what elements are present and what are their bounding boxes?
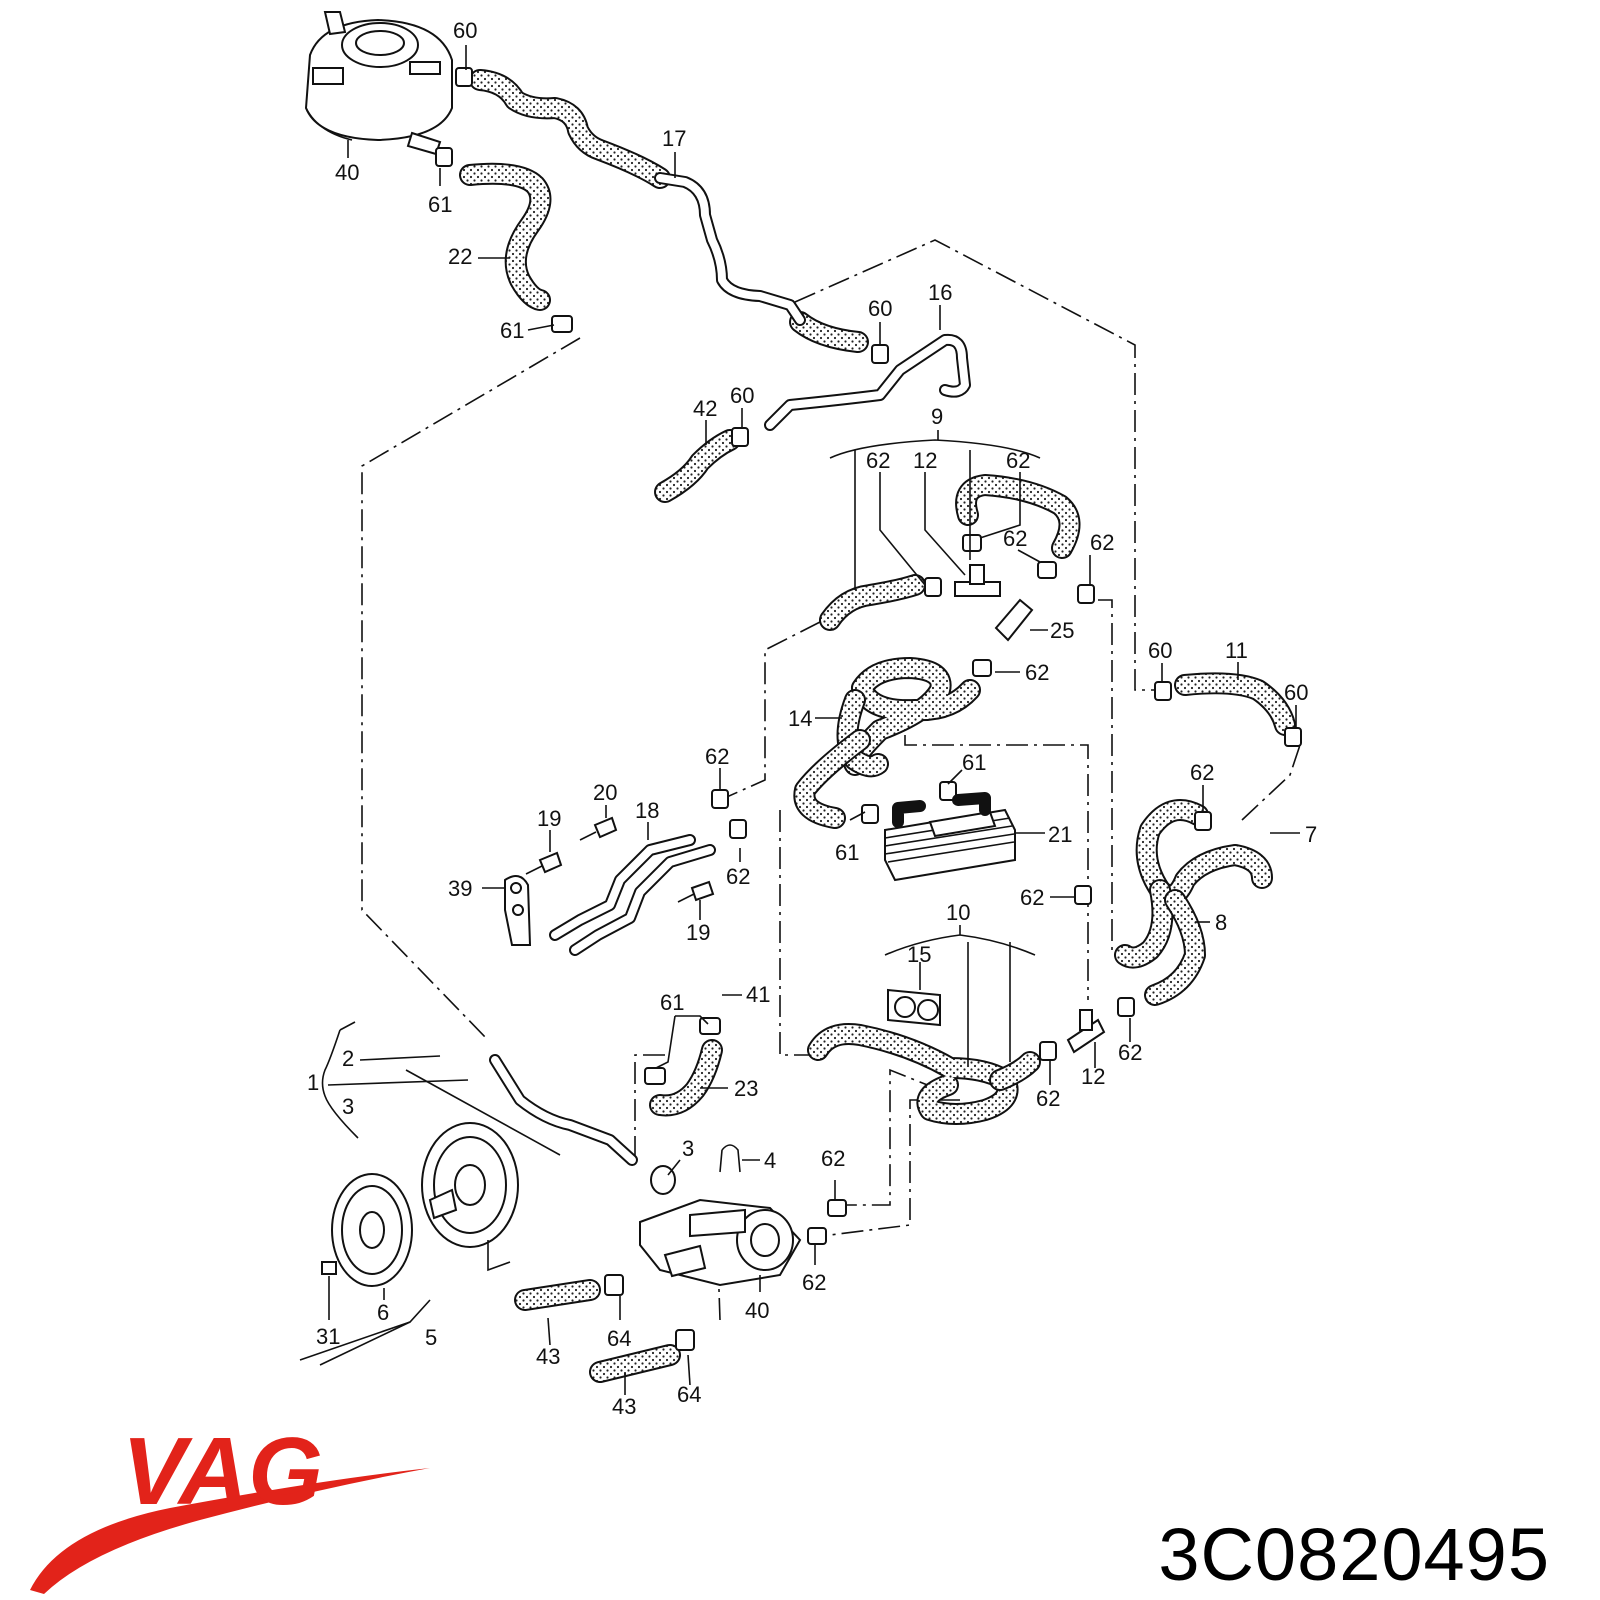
- callout-17: 17: [662, 126, 686, 151]
- callout-62: 62: [866, 448, 890, 473]
- callout-62: 62: [1036, 1086, 1060, 1111]
- callout-labels: 60 17 40 61 22 61 16 60 42 60 9 62 12 62…: [307, 18, 1317, 1419]
- hose-43-a: [514, 1279, 601, 1311]
- callout-62: 62: [802, 1270, 826, 1295]
- callout-41: 41: [746, 982, 770, 1007]
- coolant-pump: [331, 1122, 802, 1287]
- hose-8: [1114, 799, 1273, 1006]
- callout-61: 61: [500, 318, 524, 343]
- callout-62: 62: [705, 744, 729, 769]
- logo-swoosh: [30, 1468, 430, 1594]
- callout-60: 60: [730, 383, 754, 408]
- hose-9-upper: [955, 474, 1081, 559]
- callout-62: 62: [726, 864, 750, 889]
- callout-39: 39: [448, 876, 472, 901]
- callout-42: 42: [693, 396, 717, 421]
- callout-1: 1: [307, 1070, 319, 1095]
- callout-19: 19: [537, 806, 561, 831]
- callout-11: 11: [1225, 638, 1248, 663]
- callout-19: 19: [686, 920, 710, 945]
- hose-holder: [887, 988, 941, 1027]
- callout-5: 5: [425, 1325, 437, 1350]
- callout-10: 10: [946, 900, 970, 925]
- callout-61: 61: [660, 990, 684, 1015]
- callout-60: 60: [1284, 680, 1308, 705]
- callout-64: 64: [607, 1326, 631, 1351]
- callout-62: 62: [1090, 530, 1114, 555]
- hose-22: [459, 162, 552, 311]
- callout-31: 31: [316, 1324, 340, 1349]
- callout-61: 61: [962, 750, 986, 775]
- hose-43-b: [589, 1344, 681, 1383]
- callout-62: 62: [1118, 1040, 1142, 1065]
- callout-25: 25: [1050, 618, 1074, 643]
- leader-lines: [299, 45, 1300, 1395]
- callout-62: 62: [1025, 660, 1049, 685]
- hose-11: [1174, 672, 1296, 736]
- callout-20: 20: [593, 780, 617, 805]
- vag-logo: VAG: [30, 1418, 430, 1594]
- hose-42: [654, 429, 741, 503]
- callout-23: 23: [734, 1076, 758, 1101]
- expansion-tank: [304, 11, 453, 156]
- callout-8: 8: [1215, 910, 1227, 935]
- callout-15: 15: [907, 942, 931, 967]
- callout-22: 22: [448, 244, 472, 269]
- connectors: [954, 564, 1106, 1054]
- callout-60: 60: [453, 18, 477, 43]
- callout-21: 21: [1048, 822, 1072, 847]
- callout-64: 64: [677, 1382, 701, 1407]
- callout-40: 40: [745, 1298, 769, 1323]
- callout-12: 12: [913, 448, 937, 473]
- hose-17-upper: [469, 69, 671, 189]
- callout-7: 7: [1305, 822, 1317, 847]
- callout-3: 3: [682, 1136, 694, 1161]
- callout-18: 18: [635, 798, 659, 823]
- callout-62: 62: [1003, 526, 1027, 551]
- callout-9: 9: [931, 404, 943, 429]
- hose-10: [807, 1023, 1041, 1125]
- coolant-hoses: [459, 69, 1296, 1383]
- callout-61: 61: [428, 192, 452, 217]
- callout-43: 43: [612, 1394, 636, 1419]
- logo-text: VAG: [122, 1418, 323, 1525]
- callout-6: 6: [377, 1300, 389, 1325]
- oil-cooler: [884, 792, 1016, 882]
- bracket: [504, 875, 532, 946]
- callout-60: 60: [868, 296, 892, 321]
- hose-9-left: [819, 574, 926, 631]
- callout-2: 2: [342, 1046, 354, 1071]
- callout-62: 62: [1020, 885, 1044, 910]
- callout-60: 60: [1148, 638, 1172, 663]
- bolts: [321, 816, 715, 1275]
- callout-61: 61: [835, 840, 859, 865]
- callout-4: 4: [764, 1148, 776, 1173]
- callout-14: 14: [788, 706, 812, 731]
- callout-62: 62: [821, 1146, 845, 1171]
- callout-62: 62: [1006, 448, 1030, 473]
- assembly-dash-lines: [361, 239, 1301, 1321]
- part-number: 3C0820495: [1158, 1513, 1550, 1596]
- hose-23: [649, 1039, 723, 1117]
- callout-40: 40: [335, 160, 359, 185]
- callout-3: 3: [342, 1094, 354, 1119]
- hose-clamps: [435, 67, 1302, 1351]
- hose-14: [793, 657, 981, 829]
- metal-pipes: [489, 172, 971, 1166]
- callout-43: 43: [536, 1344, 560, 1369]
- callout-12: 12: [1081, 1064, 1105, 1089]
- callout-62: 62: [1190, 760, 1214, 785]
- hose-17-lower: [789, 311, 869, 353]
- callout-16: 16: [928, 280, 952, 305]
